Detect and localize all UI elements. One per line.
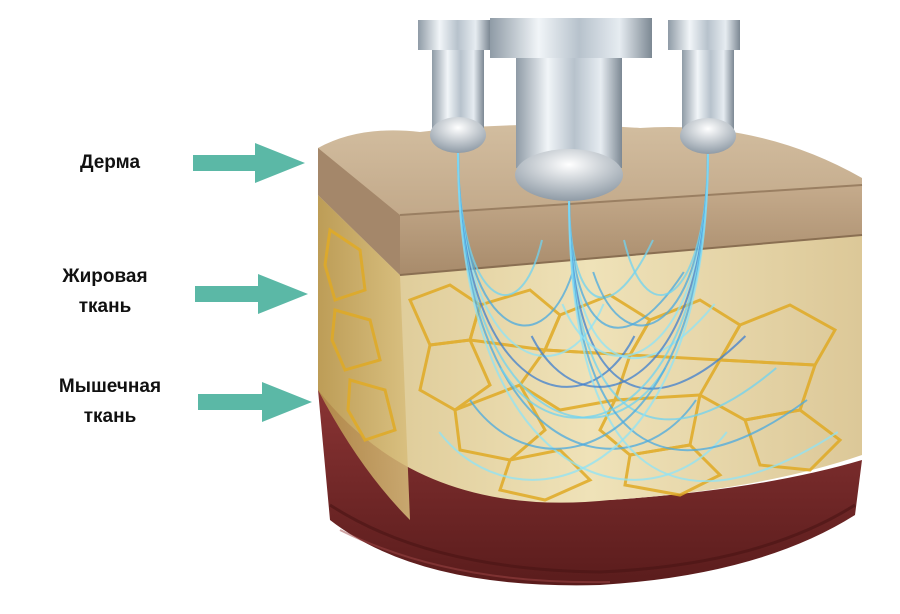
arrow-right-icon <box>198 382 312 422</box>
fat-cell <box>346 378 397 442</box>
dermis-layer <box>318 124 863 276</box>
label-dermis-text: Дерма <box>79 152 141 173</box>
label-fat-tissue: Жировая ткань <box>25 262 185 322</box>
arrow-right-icon <box>193 143 305 183</box>
fat-cell <box>498 448 593 502</box>
ultrasound-beam <box>457 149 697 450</box>
ultrasound-beam <box>438 149 709 481</box>
label-muscle-line2: ткань <box>83 406 137 427</box>
fat-cell <box>330 308 382 372</box>
ultrasound-beam <box>469 149 709 450</box>
ultrasound-beam <box>457 149 728 481</box>
label-dermis: Дерма <box>40 148 180 178</box>
label-muscle-line1: Мышечная <box>58 376 162 397</box>
fat-cell <box>323 227 367 302</box>
fat-cell <box>418 338 492 412</box>
fat-cell <box>717 303 838 367</box>
ultrasound-probe-right <box>668 20 740 154</box>
ultrasound-probe-center <box>490 18 652 201</box>
label-fat-line1: Жировая <box>62 266 148 287</box>
ultrasound-beams <box>438 149 839 483</box>
label-fat-line2: ткань <box>78 296 132 317</box>
fat-layer <box>318 195 862 520</box>
arrow-right-icon <box>195 274 308 314</box>
muscle-layer <box>318 390 862 586</box>
ultrasound-probe-left <box>418 20 490 153</box>
label-muscle-tissue: Мышечная ткань <box>20 372 200 432</box>
ultrasound-beam <box>568 194 839 483</box>
